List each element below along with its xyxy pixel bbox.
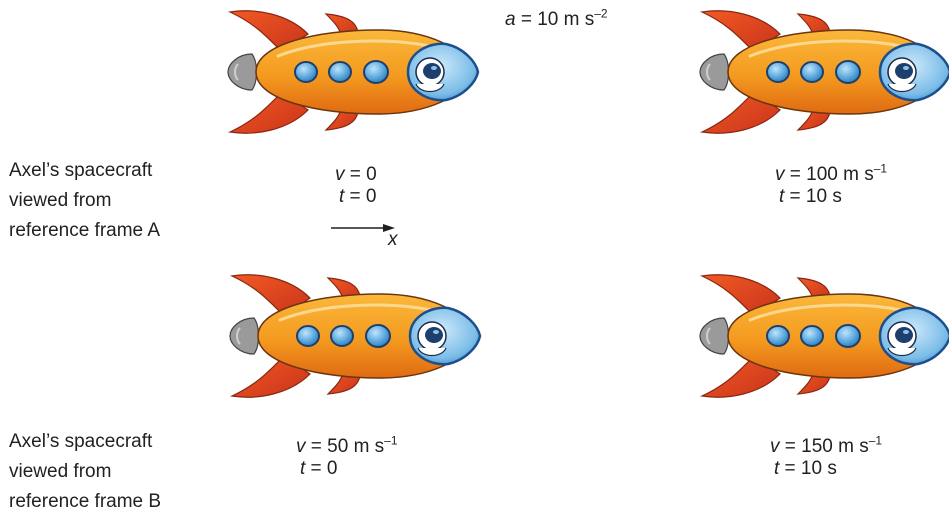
frame-b-label-line: viewed from <box>9 457 161 487</box>
frame-b-label: Axel’s spacecraft viewed from reference … <box>9 427 161 517</box>
acceleration-label: a = 10 m s–2 <box>505 9 608 31</box>
frame-a-label-line: viewed from <box>9 186 160 216</box>
time-value: t = 10 s <box>770 458 882 480</box>
x-axis-label: x <box>388 229 398 251</box>
time-value: t = 0 <box>296 458 398 480</box>
frame-a-label: Axel’s spacecraft viewed from reference … <box>9 156 160 246</box>
frame-b-label-line: reference frame B <box>9 487 161 517</box>
frame-a-label-line: reference frame A <box>9 216 160 246</box>
frame-a-start-state: v = 0 t = 0 <box>335 164 377 208</box>
frame-b-start-state: v = 50 m s–1 t = 0 <box>296 436 398 480</box>
time-value: t = 10 s <box>775 186 887 208</box>
frame-a-end-state: v = 100 m s–1 t = 10 s <box>775 164 887 208</box>
rocket-icon <box>208 8 498 138</box>
velocity-value: v = 100 m s–1 <box>775 164 887 186</box>
rocket-icon <box>680 272 949 402</box>
rocket-icon <box>210 272 500 402</box>
frame-b-end-state: v = 150 m s–1 t = 10 s <box>770 436 882 480</box>
frame-a-label-line: Axel’s spacecraft <box>9 156 160 186</box>
velocity-value: v = 50 m s–1 <box>296 436 398 458</box>
rocket-icon <box>680 8 949 138</box>
velocity-value: v = 150 m s–1 <box>770 436 882 458</box>
frame-b-label-line: Axel’s spacecraft <box>9 427 161 457</box>
velocity-value: v = 0 <box>335 164 377 186</box>
time-value: t = 0 <box>335 186 377 208</box>
